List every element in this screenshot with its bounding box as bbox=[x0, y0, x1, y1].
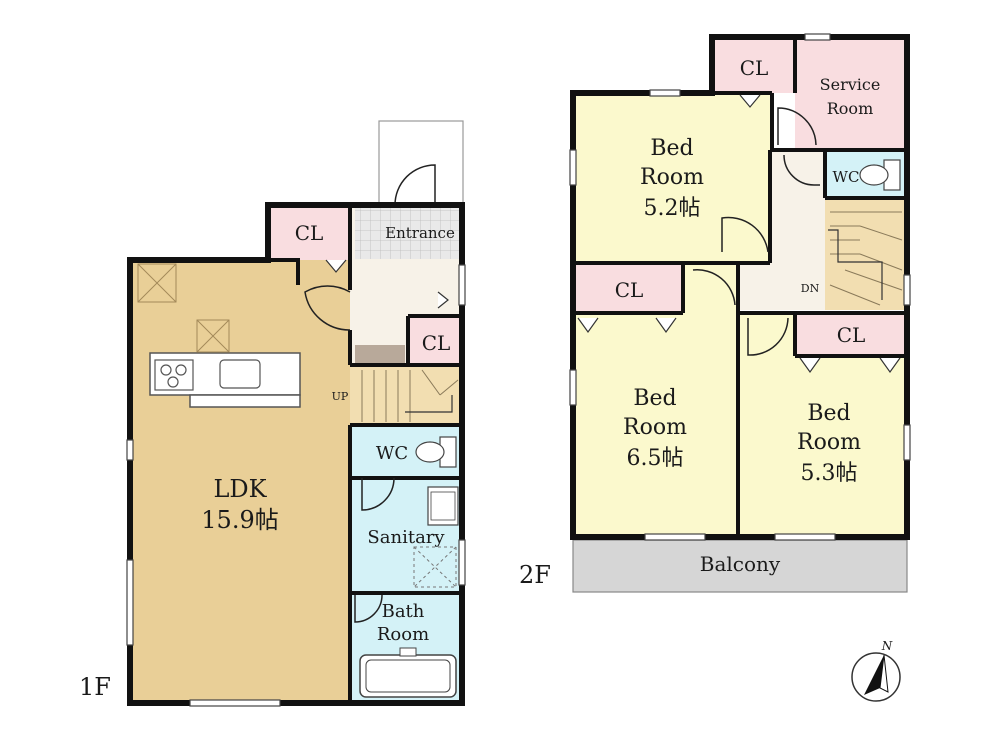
floor-label-1f: 1F bbox=[79, 673, 111, 701]
bed-b-size: 6.5帖 bbox=[627, 446, 684, 471]
stair-arrow-2f bbox=[828, 229, 883, 300]
compass-icon: N bbox=[851, 639, 901, 702]
cl-mid-label: CL bbox=[422, 331, 451, 355]
bed-c-line1: Bed bbox=[807, 401, 850, 426]
cl-left-2f-room bbox=[575, 263, 683, 313]
balcony-label: Balcony bbox=[700, 552, 781, 576]
bed-b-line2: Room bbox=[623, 415, 687, 440]
cl-left-2f-label: CL bbox=[615, 278, 644, 302]
bed-a-size: 5.2帖 bbox=[644, 196, 701, 221]
closet-door-markers bbox=[325, 94, 901, 374]
service-label-line1: Service bbox=[820, 75, 881, 94]
bed-a-door bbox=[721, 216, 769, 253]
ldk-door-swing bbox=[304, 285, 351, 331]
porch bbox=[378, 120, 464, 206]
bed-b-line1: Bed bbox=[633, 386, 676, 411]
balcony bbox=[572, 539, 908, 593]
bathtub-icon bbox=[359, 647, 457, 698]
bed-c-size: 5.3帖 bbox=[801, 461, 858, 486]
entrance-tile bbox=[355, 207, 460, 259]
cl-right-2f-room bbox=[795, 313, 907, 356]
wc-label-2f: WC bbox=[833, 168, 860, 186]
stair-treads-1f bbox=[361, 369, 459, 422]
bed-b-door bbox=[692, 269, 736, 306]
hall-floor-strip bbox=[355, 345, 405, 363]
bed-b-room bbox=[573, 313, 738, 535]
kitchen-counter bbox=[149, 352, 301, 408]
second-floor: CL Service Room WC Bed Room 5.2帖 DN CL C… bbox=[325, 33, 911, 593]
cl-right-2f-label: CL bbox=[837, 323, 866, 347]
sanitary-label: Sanitary bbox=[367, 527, 445, 548]
hall-2f-lower bbox=[738, 263, 825, 310]
bed-c-door bbox=[747, 317, 789, 356]
service-door bbox=[777, 107, 817, 146]
cl-top-2f-label: CL bbox=[740, 56, 769, 80]
cl-top-2f-room bbox=[712, 37, 795, 93]
bath-label-line2: Room bbox=[377, 624, 429, 645]
stair-treads-2f bbox=[829, 211, 903, 306]
ldk-name: LDK bbox=[213, 475, 267, 503]
toilet-icon bbox=[415, 436, 457, 468]
wc-door-swing-1f bbox=[361, 477, 395, 511]
stairs-1f bbox=[350, 365, 462, 425]
cl-top-label: CL bbox=[295, 221, 324, 245]
compass-label: N bbox=[881, 639, 893, 653]
wc-label-1f: WC bbox=[376, 443, 408, 464]
front-door-swing bbox=[394, 164, 436, 206]
wc-door-2f bbox=[783, 154, 820, 186]
bath-door-swing bbox=[354, 594, 383, 623]
bed-a-line1: Bed bbox=[650, 136, 693, 161]
stair-arrow-1f bbox=[405, 395, 453, 413]
floor-label-2f: 2F bbox=[519, 561, 551, 589]
bed-a-room bbox=[573, 93, 770, 263]
toilet-icon-2f bbox=[859, 159, 901, 191]
cl-mid-room bbox=[408, 316, 462, 365]
bed-a-line2: Room bbox=[640, 165, 704, 190]
bath-label-line1: Bath bbox=[382, 601, 425, 622]
bed-c-line2: Room bbox=[797, 430, 861, 455]
ldk-room bbox=[130, 260, 350, 700]
service-label-line2: Room bbox=[827, 99, 873, 118]
ceiling-vent-markers bbox=[137, 263, 230, 353]
first-floor: CL Entrance CL UP WC Sanitary Bath Room … bbox=[79, 120, 466, 707]
washer-icon bbox=[413, 486, 459, 588]
interior-walls-1f bbox=[268, 205, 462, 703]
windows-2f bbox=[569, 33, 911, 541]
interior-walls-2f bbox=[573, 37, 907, 537]
cl-top-room bbox=[268, 205, 350, 260]
ldk-size: 15.9帖 bbox=[201, 506, 278, 534]
stairs-dn-label: DN bbox=[801, 282, 820, 295]
stairs-up-label: UP bbox=[332, 390, 349, 403]
bed-c-upper bbox=[740, 313, 795, 356]
bed-c-room bbox=[740, 356, 907, 535]
windows-1f bbox=[126, 264, 466, 707]
entrance-label: Entrance bbox=[385, 224, 455, 242]
